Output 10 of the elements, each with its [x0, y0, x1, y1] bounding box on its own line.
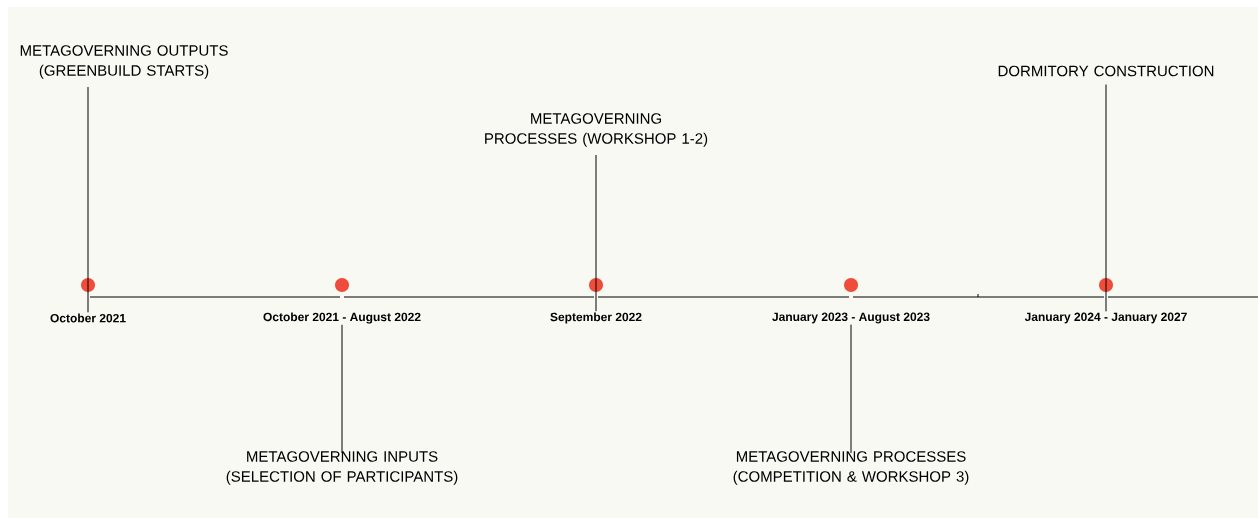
event-label: DORMITORY CONSTRUCTION [998, 65, 1214, 77]
date-label: October 2021 [49, 312, 128, 324]
date-label: September 2022 [549, 311, 644, 325]
leader-line [850, 324, 852, 454]
date-label: October 2021 - August 2022 [262, 311, 423, 325]
event-label: METAGOVERNING PROCESSES (COMPETITION & WORKSHOP 3) [733, 451, 969, 485]
event-label: METAGOVERNING PROCESSES (WORKSHOP 1-2) [485, 113, 708, 147]
event-label: METAGOVERNING INPUTS (SELECTION OF PARTICIPANTS) [226, 451, 458, 485]
leader-line [341, 324, 343, 454]
event-label: METAGOVERNING OUTPUTS (GREENBUILD STARTS) [20, 45, 228, 79]
